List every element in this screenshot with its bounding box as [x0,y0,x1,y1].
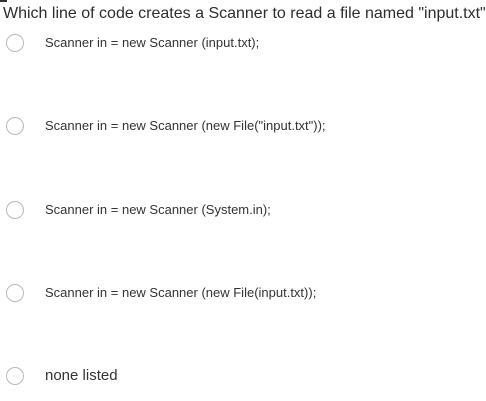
answer-option-label: Scanner in = new Scanner (new File(input… [45,285,317,300]
answer-option-label: Scanner in = new Scanner (new File("inpu… [45,118,326,133]
top-edge-mark [0,0,7,2]
answer-option-2[interactable]: Scanner in = new Scanner (new File("inpu… [6,115,476,137]
radio-unchecked-icon[interactable] [6,117,24,135]
radio-unchecked-icon[interactable] [6,284,24,302]
answer-option-4[interactable]: Scanner in = new Scanner (new File(input… [6,282,476,304]
answer-option-label: Scanner in = new Scanner (System.in); [45,202,271,217]
answer-option-label: none listed [45,367,118,384]
answer-option-3[interactable]: Scanner in = new Scanner (System.in); [6,199,476,221]
radio-unchecked-icon[interactable] [6,201,24,219]
radio-unchecked-icon[interactable] [6,34,24,52]
answer-option-label: Scanner in = new Scanner (input.txt); [45,35,260,50]
answer-option-1[interactable]: Scanner in = new Scanner (input.txt); [6,32,476,54]
question-text: Which line of code creates a Scanner to … [3,5,486,22]
radio-unchecked-icon[interactable] [6,367,24,385]
answer-option-5[interactable]: none listed [6,365,476,387]
